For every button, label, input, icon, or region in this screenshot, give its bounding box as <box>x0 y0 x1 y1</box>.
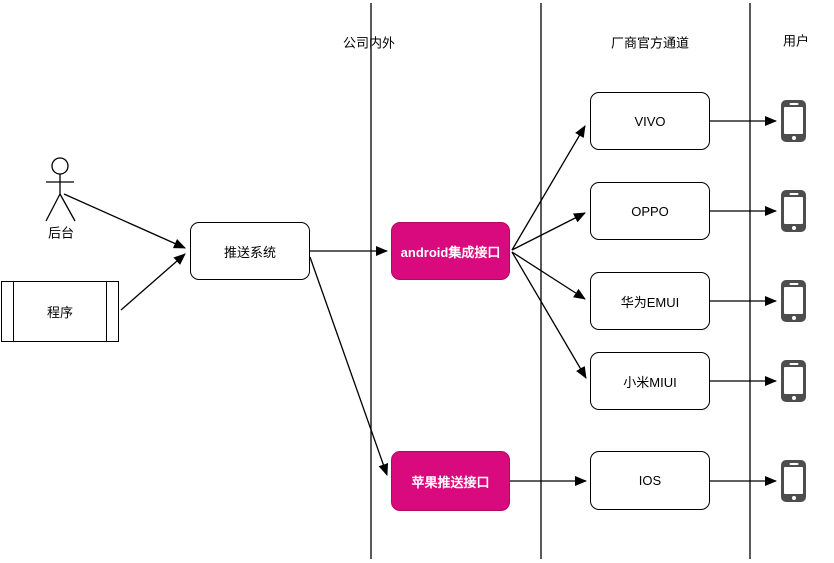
node-xiaomi-miui-label: 小米MIUI <box>623 374 677 390</box>
node-apple-api-label: 苹果推送接口 <box>411 474 490 490</box>
edge-android-api-to-huawei <box>511 251 586 300</box>
phone-speaker <box>789 463 798 465</box>
node-ios-label: IOS <box>638 473 662 488</box>
actor-figure <box>45 157 76 222</box>
edge-program-to-push-system <box>120 253 186 311</box>
lane-label-company-boundary: 公司内外 <box>342 35 396 51</box>
actor-label-backend: 后台 <box>47 225 75 241</box>
edge-push-system-to-apple-api <box>309 256 389 476</box>
edge-actor-to-push-system <box>63 193 186 249</box>
phone-screen <box>784 367 803 394</box>
node-program-label: 程序 <box>46 305 73 320</box>
edge-android-api-to-vivo <box>511 125 586 251</box>
node-huawei-emui-label: 华为EMUI <box>620 294 680 310</box>
node-push-system: 推送系统 <box>190 222 310 280</box>
lane-label-vendor-channel: 厂商官方通道 <box>610 35 690 51</box>
phone-home-button <box>791 396 796 400</box>
node-vivo: VIVO <box>590 92 710 150</box>
node-ios: IOS <box>590 451 710 510</box>
node-android-api: android集成接口 <box>391 222 510 280</box>
phone-screen <box>784 467 803 494</box>
node-android-api-label: android集成接口 <box>400 244 501 260</box>
smartphone-icon <box>781 280 806 322</box>
node-xiaomi-miui: 小米MIUI <box>590 352 710 410</box>
process-bar-right <box>106 282 107 341</box>
node-huawei-emui: 华为EMUI <box>590 272 710 330</box>
smartphone-icon <box>781 360 806 402</box>
phone-speaker <box>789 283 798 285</box>
phone-speaker <box>789 363 798 365</box>
node-oppo: OPPO <box>590 182 710 240</box>
phone-screen <box>784 107 803 134</box>
node-push-system-label: 推送系统 <box>223 244 276 260</box>
phone-home-button <box>791 316 796 320</box>
phone-speaker <box>789 193 798 195</box>
phone-home-button <box>791 226 796 230</box>
node-oppo-label: OPPO <box>631 203 669 219</box>
node-program: 程序 <box>1 281 119 342</box>
phone-screen <box>784 287 803 314</box>
smartphone-icon <box>781 460 806 502</box>
node-apple-api: 苹果推送接口 <box>391 451 510 511</box>
process-bar-left <box>13 282 14 341</box>
lane-label-user: 用户 <box>782 33 810 49</box>
phone-home-button <box>791 496 796 500</box>
phone-speaker <box>789 103 798 105</box>
phone-home-button <box>791 136 796 140</box>
smartphone-icon <box>781 190 806 232</box>
phone-screen <box>784 197 803 224</box>
smartphone-icon <box>781 100 806 142</box>
edge-android-api-to-xiaomi <box>511 251 587 379</box>
node-vivo-label: VIVO <box>634 113 666 129</box>
edge-android-api-to-oppo <box>511 212 586 251</box>
